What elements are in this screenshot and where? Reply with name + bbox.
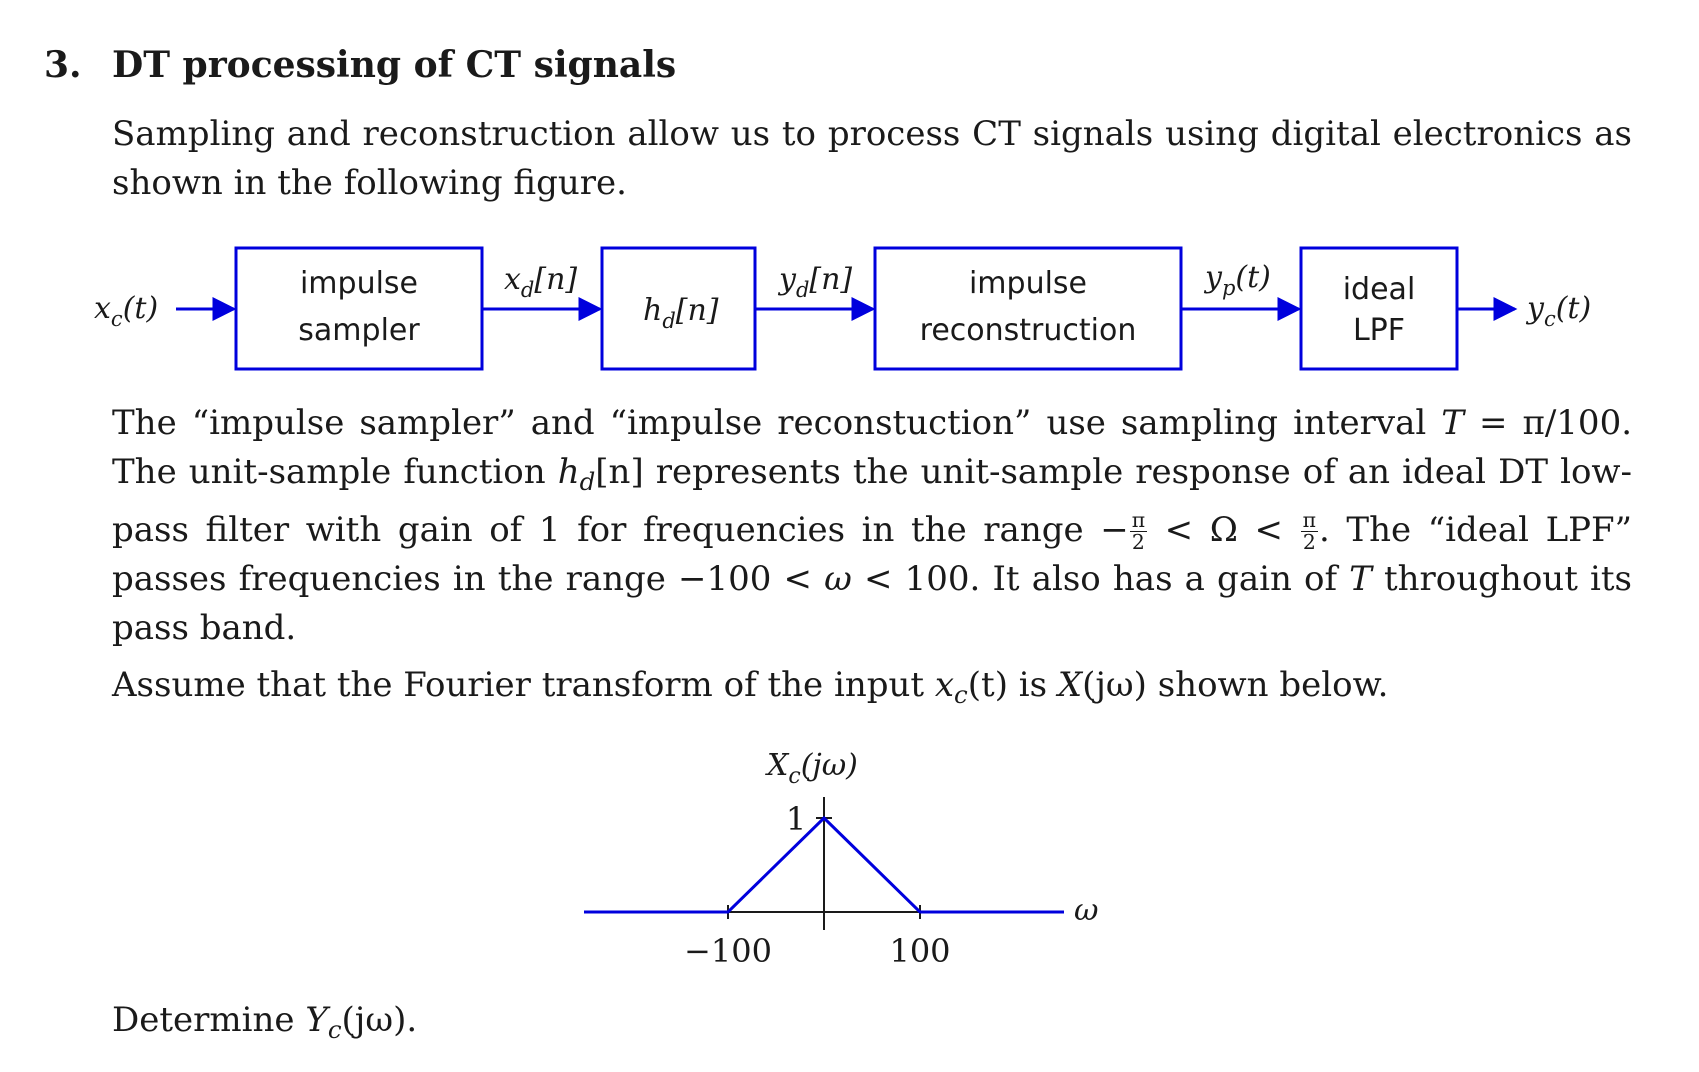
ideal-lpf-block (1299, 246, 1459, 371)
desc-text-7: < 100. It also has a gain of (851, 558, 1350, 599)
desc-text-5: < Ω < (1148, 509, 1300, 550)
desc-h-subscript: d (579, 466, 596, 496)
desc-h-symbol: h (557, 452, 580, 492)
desc-h-arg: [n] (595, 452, 644, 492)
desc-omega-symbol: ω (824, 558, 852, 599)
impulse-reconstruction-label-line2: reconstruction (920, 313, 1137, 348)
description-paragraph: The “impulse sampler” and “impulse recon… (112, 399, 1632, 653)
hd-filter-block (600, 246, 757, 371)
edge-label-xd: xd[n] (504, 262, 577, 302)
impulse-sampler-label-line1: impulse (300, 266, 418, 301)
impulse-reconstruction-block (873, 246, 1183, 371)
fraction-denominator-b: 2 (1302, 529, 1316, 554)
spectrum-plot: Xc(jω) 1 −100 100 ω (584, 748, 1098, 970)
desc-text-4: represents the unit-sample response of a… (112, 452, 1633, 550)
desc-text-2: = π/100. (1463, 403, 1633, 443)
desc-T-symbol-2: T (1349, 558, 1372, 599)
impulse-sampler-block (234, 246, 484, 371)
assume-paragraph: Assume that the Fourier transform of the… (112, 661, 1632, 719)
plot-xlabel: ω (1074, 893, 1098, 928)
x-tick-label-100: 100 (889, 932, 950, 970)
section-title: DT processing of CT signals (112, 44, 677, 86)
assume-text-2: is (1007, 665, 1058, 705)
edge-label-yp: yp(t) (1203, 260, 1271, 300)
fraction-denominator: 2 (1131, 529, 1145, 554)
desc-T-symbol: T (1441, 403, 1464, 443)
assume-x-symbol: x (934, 665, 955, 705)
assume-text-1: Assume that the Fourier transform of the… (112, 665, 935, 705)
assume-x-subscript: c (954, 679, 968, 709)
ideal-lpf-label-line2: LPF (1353, 313, 1405, 348)
x-tick-label-minus100: −100 (684, 932, 772, 970)
assume-X-arg: (jω) (1082, 665, 1147, 705)
assume-x-arg: (t) (967, 665, 1008, 705)
fraction-numerator-b: π (1300, 508, 1319, 533)
desc-text-6: . The “ideal LPF” passes frequencies in … (112, 509, 1632, 599)
question-Y-symbol: Y (305, 1000, 328, 1040)
edge-label-yd: yd[n] (777, 262, 852, 302)
intro-paragraph: Sampling and reconstruction allow us to … (112, 114, 1632, 203)
y-tick-label-1: 1 (786, 800, 806, 838)
section-number: 3. (44, 44, 82, 86)
ideal-lpf-label-line1: ideal (1343, 272, 1416, 307)
output-signal-label: yc(t) (1525, 291, 1591, 331)
spectrum-series-line (584, 815, 1064, 914)
section-heading: 3. DT processing of CT signals (44, 44, 676, 86)
block-diagram: xc(t) impulse sampler xd[n] hd[n] yd[n] … (94, 246, 1591, 371)
assume-X-symbol: X (1057, 665, 1083, 705)
plot-ylabel: Xc(jω) (765, 748, 858, 789)
question-paragraph: Determine Yc(jω). (112, 996, 1632, 1054)
fraction-numerator: π (1129, 508, 1148, 533)
question-text-2: . (406, 1000, 418, 1040)
question-text-1: Determine (112, 1000, 306, 1040)
hd-filter-label: hd[n] (643, 293, 719, 333)
input-signal-label: xc(t) (94, 291, 158, 331)
desc-text-8: throughout its pass band. (112, 558, 1632, 648)
question-Y-subscript: c (327, 1014, 342, 1044)
question-Y-arg: (jω) (341, 1000, 407, 1040)
desc-text-3: The unit-sample function (112, 452, 558, 492)
desc-text-1: The “impulse sampler” and “impulse recon… (112, 403, 1442, 443)
impulse-reconstruction-label-line1: impulse (969, 266, 1087, 301)
assume-text-3: shown below. (1146, 665, 1389, 705)
impulse-sampler-label-line2: sampler (298, 313, 420, 348)
